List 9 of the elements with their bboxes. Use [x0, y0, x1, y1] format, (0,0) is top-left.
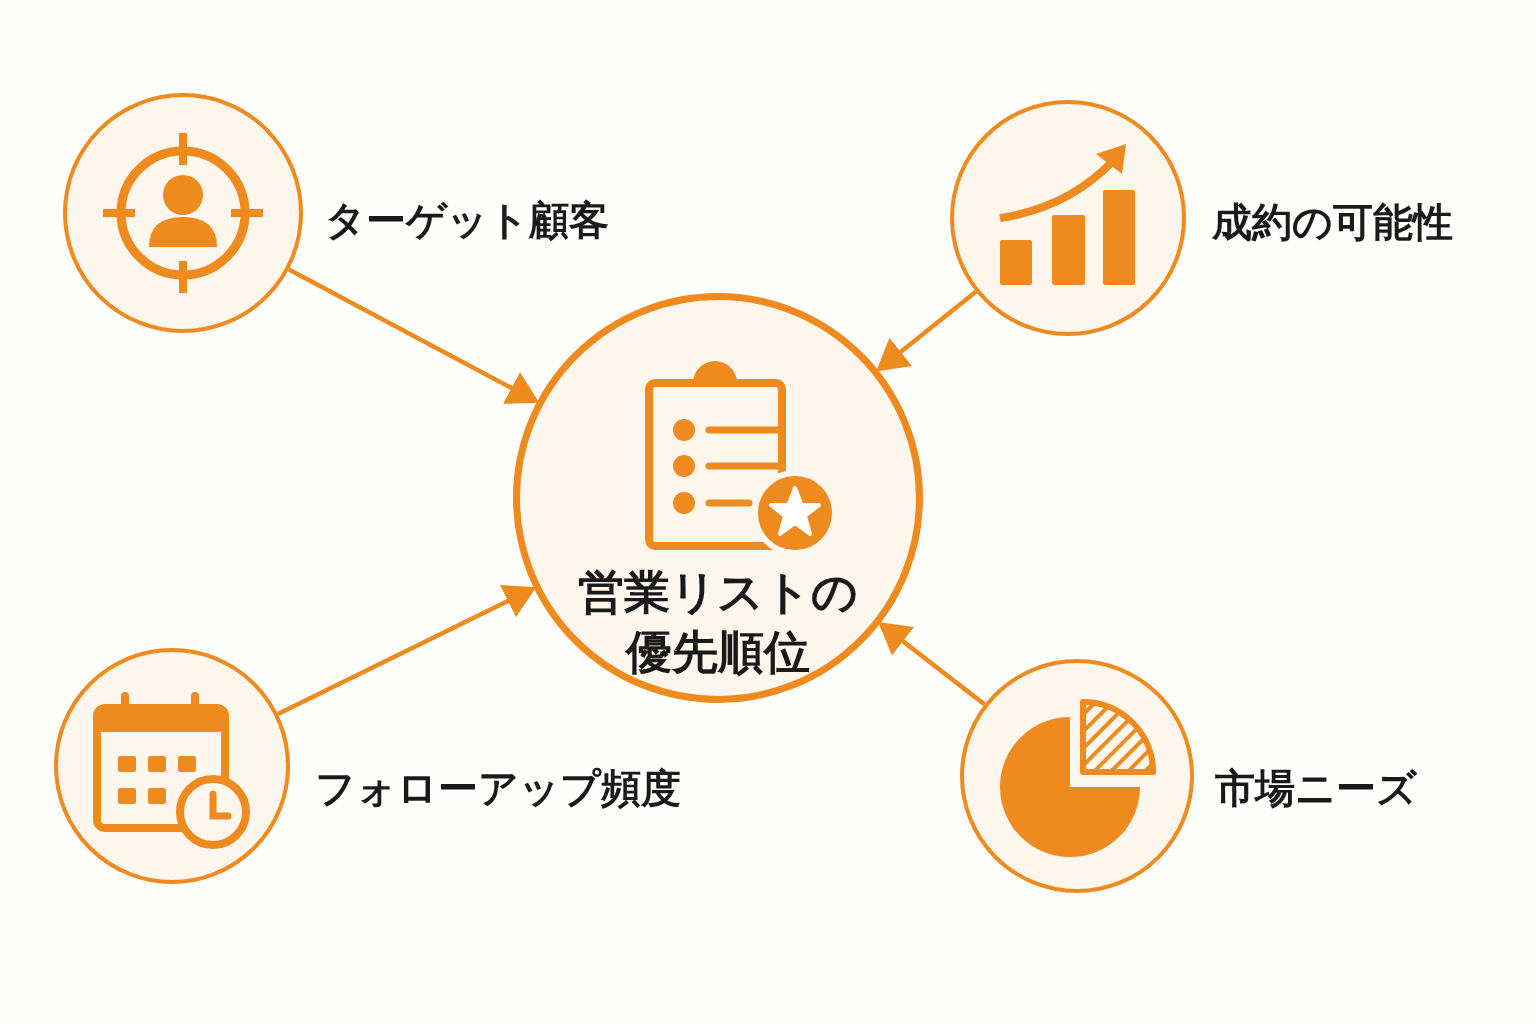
node-label: 市場ニーズ [1215, 764, 1417, 812]
node-label: 成約の可能性 [1212, 198, 1453, 246]
arrow [287, 267, 540, 404]
node-label: ターゲット顧客 [325, 196, 609, 244]
center-label: 営業リストの優先順位 [577, 564, 859, 681]
arrow [878, 622, 986, 707]
arrow [276, 584, 537, 717]
node-label: フォローアップ頻度 [315, 764, 681, 812]
arrow [876, 289, 978, 372]
